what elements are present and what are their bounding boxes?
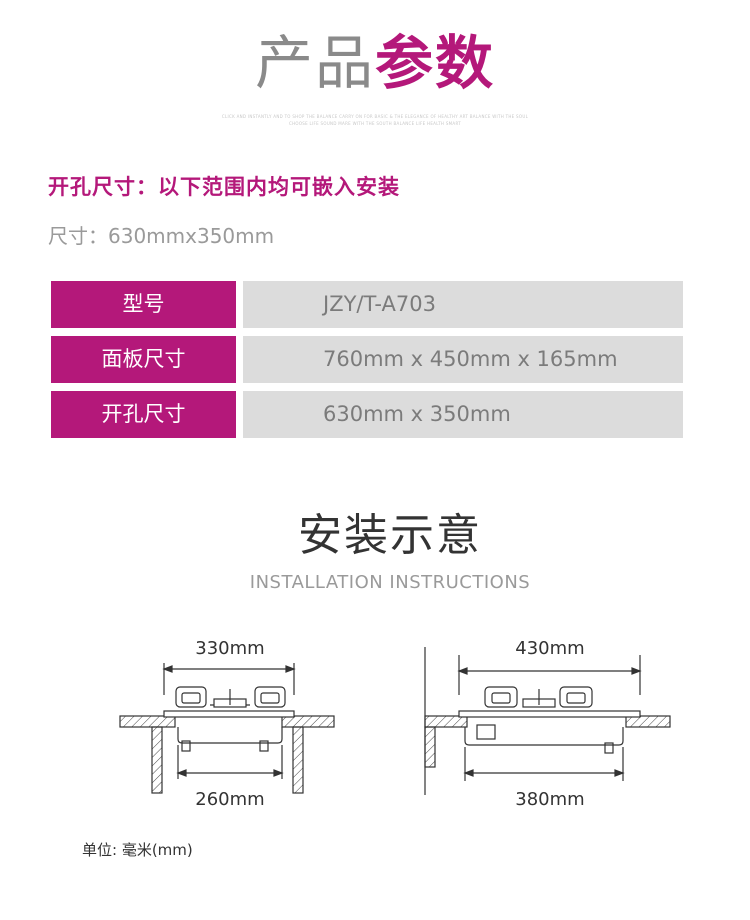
right-install-diagram	[424, 647, 671, 795]
page-title: 产品参数	[0, 28, 750, 98]
left-install-diagram	[119, 663, 335, 794]
tiny-text-line-2: CHOOSE LIFE SOUND MARE WITH THE SOUTH BA…	[289, 121, 461, 126]
unit-note: 单位: 毫米(mm)	[82, 841, 193, 859]
tiny-text-line-1: CLICK AND INSTANTLY AND TO SHOP THE BALA…	[221, 114, 529, 119]
spec-label: 型号	[51, 281, 236, 328]
spec-label: 开孔尺寸	[51, 391, 236, 438]
spec-value: 760mm x 450mm x 165mm	[243, 336, 683, 383]
install-subtitle: INSTALLATION INSTRUCTIONS	[249, 572, 531, 593]
cutout-heading: 开孔尺寸：以下范围内均可嵌入安装	[48, 175, 400, 199]
spec-row-panel-size: 面板尺寸 760mm x 450mm x 165mm	[51, 336, 683, 383]
title-part-2: 参数	[375, 29, 496, 97]
spec-label: 面板尺寸	[51, 336, 236, 383]
left-top-dimension: 330mm	[195, 638, 265, 659]
left-bottom-dimension: 260mm	[195, 789, 265, 810]
spec-row-model: 型号 JZY/T-A703	[51, 281, 683, 328]
right-bottom-dimension: 380mm	[515, 789, 585, 810]
right-top-dimension: 430mm	[515, 638, 585, 659]
spec-value: 630mm x 350mm	[243, 391, 683, 438]
title-part-1: 产品	[254, 29, 375, 97]
size-line: 尺寸：630mmx350mm	[48, 224, 275, 248]
install-title: 安装示意	[298, 510, 482, 561]
spec-value: JZY/T-A703	[243, 281, 683, 328]
spec-row-cutout-size: 开孔尺寸 630mm x 350mm	[51, 391, 683, 438]
